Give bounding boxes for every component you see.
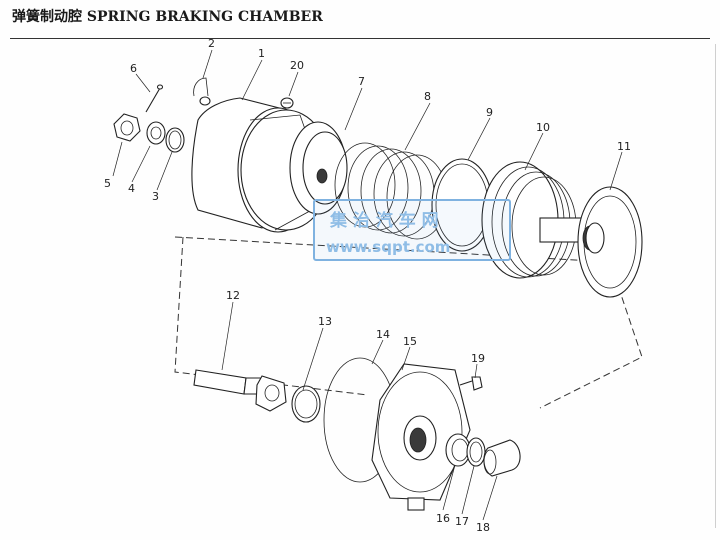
part-11-end-plate [577,186,643,298]
callout-12: 12 [226,289,240,302]
title-english: SPRING BRAKING CHAMBER [86,9,323,25]
callout-15: 15 [403,335,417,348]
part-7-piston [289,121,348,215]
part-15-chamber-cover [371,363,471,511]
part-10-piston-assembly [481,161,586,279]
callout-17: 17 [455,515,469,528]
callout-7: 7 [358,75,365,88]
part-3-o-ring [165,127,185,153]
part-18-dust-cap [483,439,521,477]
part-12-bolt [193,369,287,412]
part-4-washer [146,121,166,145]
callout-numbers: 1 2 3 4 5 6 7 8 9 10 11 12 13 14 15 16 1… [104,37,631,534]
watermark: 集 治 汽 车 网 www.sqpt.com [313,199,511,261]
callout-8: 8 [424,90,431,103]
callout-9: 9 [486,106,493,119]
part-6-pin [145,84,164,113]
watermark-line-2: www.sqpt.com [326,238,450,256]
page-title: 弹簧制动腔 SPRING BRAKING CHAMBER [12,6,323,26]
part-20-screw [280,97,294,109]
callout-16: 16 [436,512,450,525]
part-16-bushing [445,433,471,467]
leader-lines [112,49,623,521]
callout-5: 5 [104,177,111,190]
callout-3: 3 [152,190,159,203]
part-19-bolt [459,376,483,391]
callout-2: 2 [208,37,215,50]
watermark-line-1: 集 治 汽 车 网 [329,210,439,231]
part-5-nut [113,113,141,142]
header-divider [10,38,710,39]
part-17-ring [466,437,486,467]
callout-11: 11 [617,140,631,153]
callout-18: 18 [476,521,490,534]
page-edge-line [715,44,716,528]
callout-19: 19 [471,352,485,365]
assembly-dashed-path-right [174,236,643,409]
callout-6: 6 [130,62,137,75]
callout-14: 14 [376,328,390,341]
title-chinese: 弹簧制动腔 [12,9,82,25]
callout-20: 20 [290,59,304,72]
callout-4: 4 [128,182,135,195]
callout-13: 13 [318,315,332,328]
callout-1: 1 [258,47,265,60]
part-13-o-ring [291,385,321,423]
part-2-bent-tube [193,77,211,106]
callout-10: 10 [536,121,550,134]
